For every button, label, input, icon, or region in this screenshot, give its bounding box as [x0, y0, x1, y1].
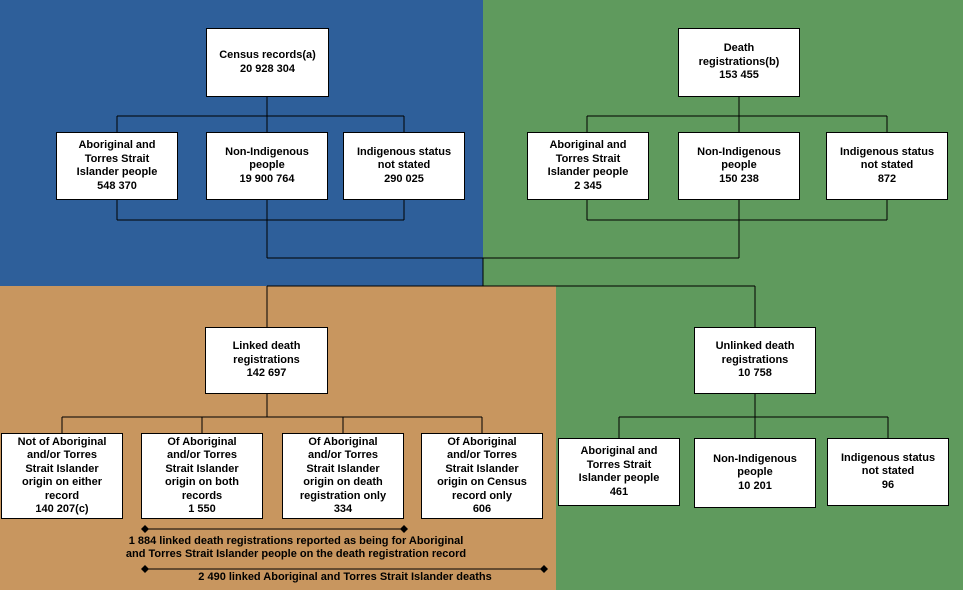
linked-indigenous-both-box: Of Aboriginal and/or Torres Strait Islan… [141, 433, 263, 519]
box-label: Linked death registrations [232, 340, 301, 366]
diamond-marker [540, 565, 548, 573]
linked-not-indigenous-either-box: Not of Aboriginal and/or Torres Strait I… [1, 433, 123, 519]
box-label: Aboriginal and Torres Strait Islander pe… [578, 445, 660, 484]
census-indigenous-box: Aboriginal and Torres Strait Islander pe… [56, 132, 178, 200]
death-registration-note: 1 884 linked death registrations reporte… [125, 535, 467, 560]
census-not-stated-box: Indigenous status not stated 290 025 [343, 132, 465, 200]
diamond-marker [141, 525, 149, 533]
box-label: Indigenous status not stated [356, 145, 452, 172]
box-label: Not of Aboriginal and/or Torres Strait I… [17, 435, 107, 502]
census-records-box: Census records(a) 20 928 304 [206, 28, 329, 97]
box-value: 19 900 764 [239, 172, 295, 185]
box-label: Non-Indigenous people [697, 145, 781, 172]
box-value: 334 [333, 503, 353, 515]
linked-indigenous-census-only-box: Of Aboriginal and/or Torres Strait Islan… [421, 433, 543, 519]
box-label: Indigenous status not stated [840, 451, 936, 478]
deaths-indigenous-box: Aboriginal and Torres Strait Islander pe… [527, 132, 649, 200]
box-label: Indigenous status not stated [839, 145, 935, 172]
box-value: 10 201 [738, 479, 772, 492]
box-value: 140 207(c) [35, 503, 89, 515]
box-value: 150 238 [719, 172, 759, 185]
box-label: Non-Indigenous people [225, 145, 309, 172]
box-value: 461 [609, 485, 629, 498]
linked-death-registrations-box: Linked death registrations 142 697 [205, 327, 328, 394]
box-label: Of Aboriginal and/or Torres Strait Islan… [165, 435, 239, 502]
box-label: Aboriginal and Torres Strait Islander pe… [547, 139, 629, 178]
box-label: Of Aboriginal and/or Torres Strait Islan… [299, 435, 387, 502]
box-value: 142 697 [246, 367, 287, 380]
box-label: Census records(a) [219, 49, 316, 61]
unlinked-death-registrations-box: Unlinked death registrations 10 758 [694, 327, 816, 394]
box-value: 96 [881, 478, 895, 491]
diamond-marker [141, 565, 149, 573]
box-label: Unlinked death registrations [715, 340, 795, 366]
deaths-non-indigenous-box: Non-Indigenous people 150 238 [678, 132, 800, 200]
linked-indigenous-death-only-box: Of Aboriginal and/or Torres Strait Islan… [282, 433, 404, 519]
box-value: 2 345 [574, 179, 602, 192]
box-value: 10 758 [738, 367, 772, 380]
deaths-not-stated-box: Indigenous status not stated 872 [826, 132, 948, 200]
box-label: Of Aboriginal and/or Torres Strait Islan… [437, 435, 527, 502]
box-value: 606 [472, 503, 492, 515]
box-value: 20 928 304 [239, 62, 296, 75]
diamond-marker [400, 525, 408, 533]
unlinked-not-stated-box: Indigenous status not stated 96 [827, 438, 949, 506]
box-value: 1 550 [188, 503, 216, 515]
box-label: Non-Indigenous people [713, 452, 797, 479]
unlinked-indigenous-box: Aboriginal and Torres Strait Islander pe… [558, 438, 680, 506]
box-value: 153 455 [719, 69, 759, 82]
unlinked-non-indigenous-box: Non-Indigenous people 10 201 [694, 438, 816, 508]
box-value: 290 025 [384, 172, 424, 185]
box-value: 548 370 [97, 179, 137, 192]
death-registrations-box: Death registrations(b) 153 455 [678, 28, 800, 97]
box-value: 872 [877, 172, 897, 185]
box-label: Death registrations(b) [698, 42, 780, 68]
census-non-indigenous-box: Non-Indigenous people 19 900 764 [206, 132, 328, 200]
total-linked-deaths-note: 2 490 linked Aboriginal and Torres Strai… [198, 571, 492, 583]
box-label: Aboriginal and Torres Strait Islander pe… [76, 139, 158, 178]
